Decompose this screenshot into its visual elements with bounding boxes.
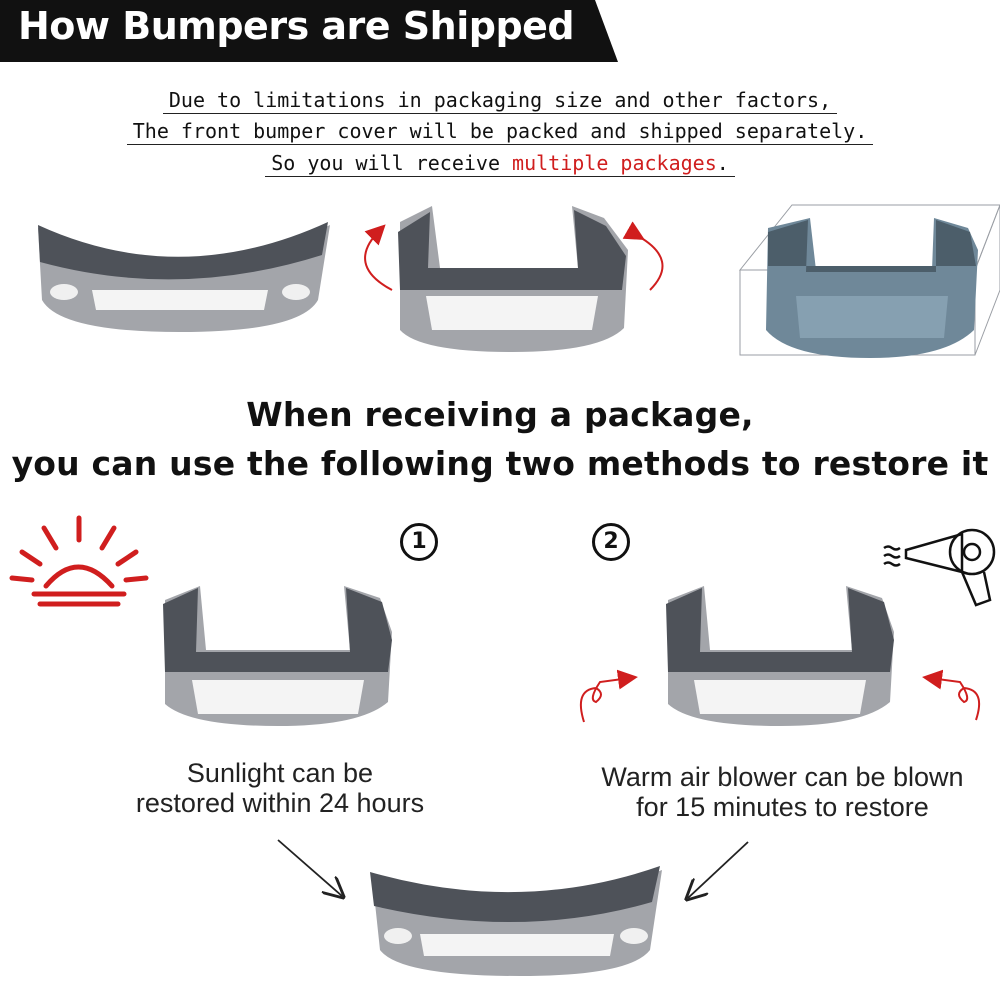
step-number-1: 1	[400, 523, 438, 561]
notice-highlight: multiple packages	[512, 151, 717, 175]
title-banner: How Bumpers are Shipped	[0, 0, 620, 62]
notice-line-2: The front bumper cover will be packed an…	[0, 119, 1000, 145]
methods-heading-line-2: you can use the following two methods to…	[11, 444, 989, 483]
method-2-caption-line-2: for 15 minutes to restore	[636, 792, 929, 822]
package-box	[738, 204, 1000, 358]
method-1-caption-line-2: restored within 24 hours	[135, 788, 425, 818]
bumper-method-2	[666, 586, 894, 726]
method-1-caption-line-1: Sunlight can be	[186, 758, 374, 788]
hair-dryer-icon	[883, 528, 996, 607]
notice-line-1: Due to limitations in packaging size and…	[0, 88, 1000, 114]
curl-arrow-left	[580, 669, 638, 723]
bumper-flat-top	[38, 222, 330, 332]
rotate-arrow-right	[622, 221, 664, 291]
sun-icon	[9, 515, 149, 607]
notice-line-3: So you will receive multiple packages.	[0, 151, 1000, 177]
methods-heading-line-1: When receiving a package,	[246, 395, 754, 434]
method-2-caption: Warm air blower can be blown for 15 minu…	[570, 762, 995, 822]
step-number-2: 2	[592, 523, 630, 561]
curl-arrow-right	[922, 669, 980, 721]
bumper-restored	[370, 866, 662, 976]
banner-title: How Bumpers are Shipped	[18, 4, 575, 48]
bumper-folded-top	[398, 206, 628, 352]
method-1-caption: Sunlight can be restored within 24 hours	[110, 758, 450, 818]
notice-suffix: .	[716, 151, 729, 175]
bumper-method-1	[163, 586, 392, 726]
banner-background	[0, 0, 618, 62]
rotate-arrow-left	[364, 224, 393, 291]
arrow-to-result-left	[277, 839, 342, 896]
notice-prefix: So you will receive	[271, 151, 513, 175]
arrow-to-result-right	[688, 841, 749, 898]
method-2-caption-line-1: Warm air blower can be blown	[601, 762, 964, 792]
